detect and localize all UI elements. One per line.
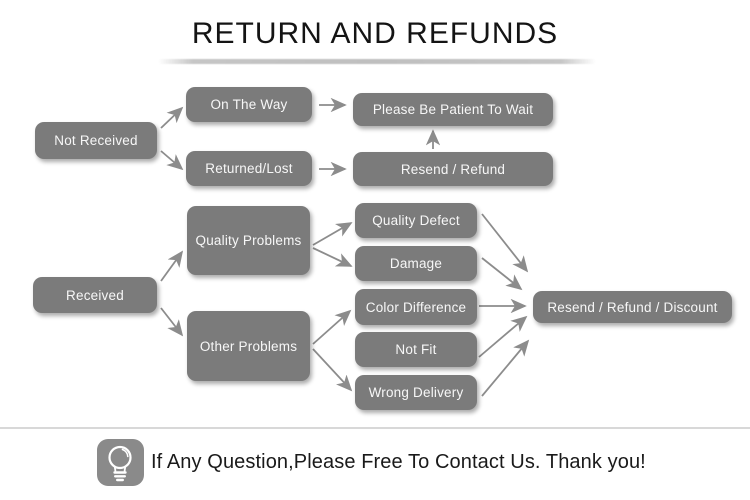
arrow-quality-problems-to-damage (312, 247, 353, 267)
node-color-difference: Color Difference (355, 289, 477, 325)
node-quality-defect: Quality Defect (355, 203, 477, 238)
arrow-quality-problems-to-quality-defect (312, 222, 353, 246)
node-not-received: Not Received (35, 122, 157, 159)
node-on-the-way: On The Way (186, 87, 312, 122)
node-resend-refund: Resend / Refund (353, 152, 553, 186)
node-please-be-patient: Please Be Patient To Wait (353, 93, 553, 126)
node-quality-problems: Quality Problems (187, 206, 310, 275)
arrow-not-received-to-on-the-way (160, 106, 184, 129)
node-received: Received (33, 277, 157, 313)
arrow-received-to-other-problems (160, 307, 184, 337)
node-returned-lost: Returned/Lost (186, 151, 312, 186)
arrow-not-received-to-returned-lost (160, 150, 184, 171)
footer-message: If Any Question,Please Free To Contact U… (151, 450, 646, 473)
footer-divider (0, 427, 750, 429)
node-resend-refund-discount: Resend / Refund / Discount (533, 291, 732, 323)
page-title: RETURN AND REFUNDS (191, 17, 559, 50)
arrow-quality-defect-to-discount (481, 213, 529, 273)
node-other-problems: Other Problems (187, 311, 310, 381)
node-not-fit: Not Fit (355, 332, 477, 367)
arrow-other-problems-to-color-difference (312, 309, 352, 345)
node-wrong-delivery: Wrong Delivery (355, 375, 477, 410)
arrow-wrong-delivery-to-discount (481, 339, 530, 397)
arrow-received-to-quality-problems (160, 250, 184, 282)
flow-arrows (160, 97, 530, 397)
node-damage: Damage (355, 246, 477, 281)
arrow-other-problems-to-wrong-delivery (312, 348, 353, 392)
light-bulb-icon (97, 439, 144, 486)
arrow-damage-to-discount (481, 257, 523, 291)
title-underline (158, 59, 596, 64)
arrow-not-fit-to-discount (478, 315, 528, 358)
